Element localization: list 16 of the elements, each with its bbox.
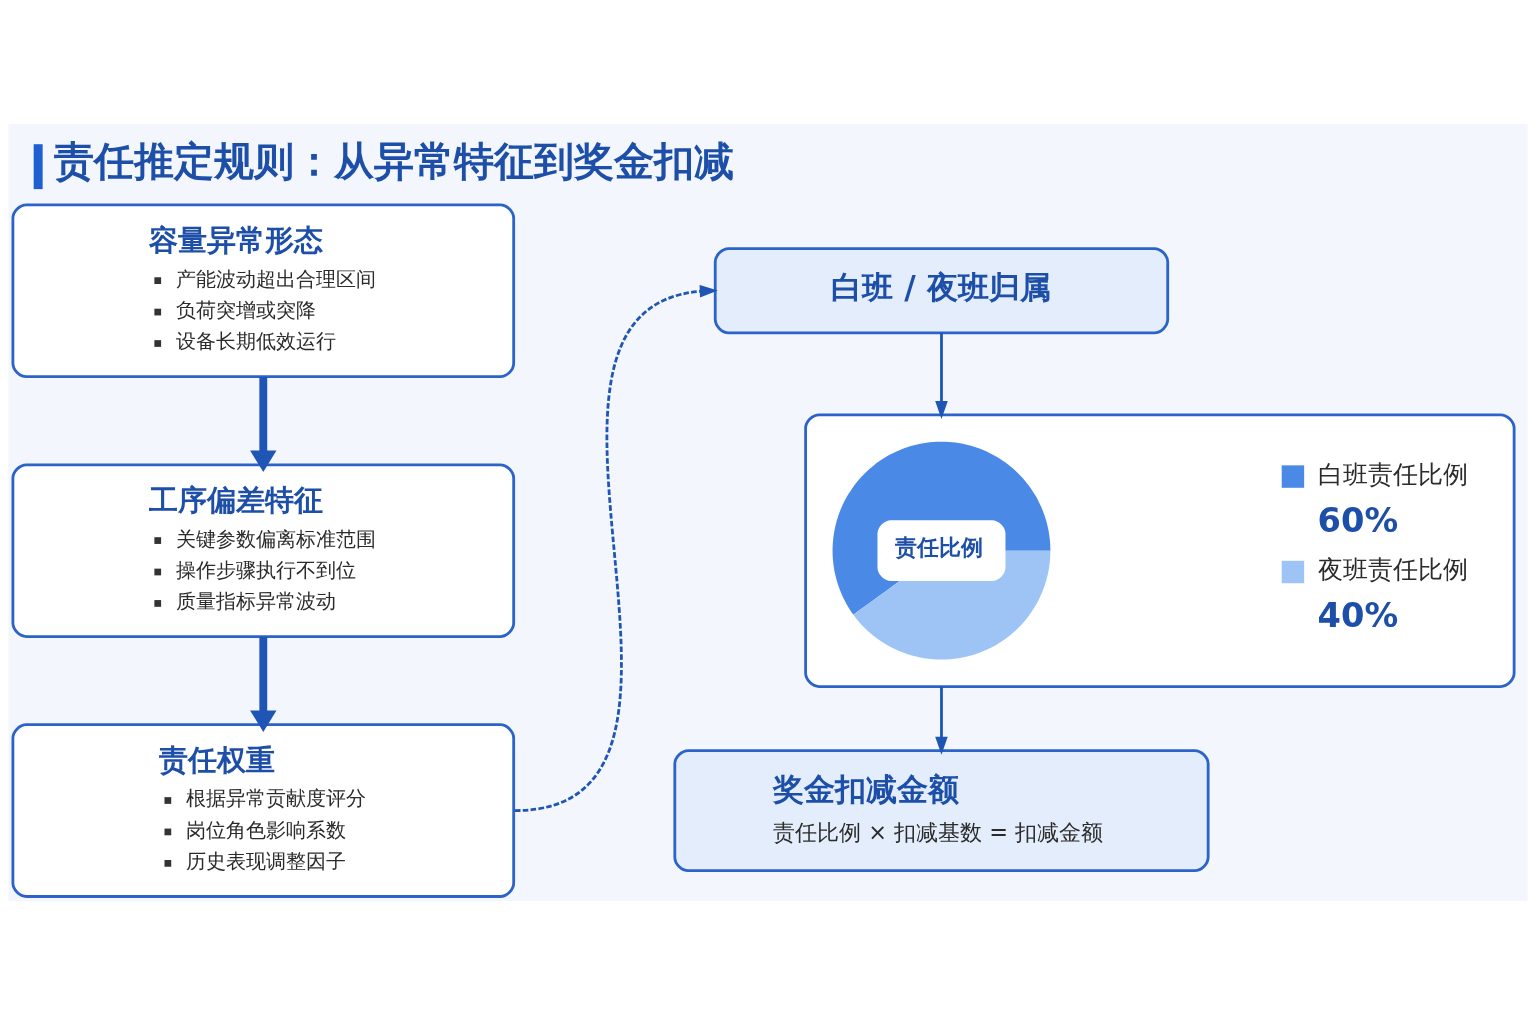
arrow [250, 376, 277, 472]
diagram-title: 责任推定规则：从异常特征到奖金扣减 [53, 136, 734, 185]
legend-label: 白班责任比例 [1317, 459, 1468, 489]
node-box: 容量异常形态 产能波动超出合理区间 负荷突增或突降 设备长期低效运行 [11, 202, 516, 378]
node-box: 奖金扣减金额 责任比例 × 扣减基数 = 扣减金额 [673, 748, 1210, 872]
label: 40% [1317, 595, 1399, 635]
arrow [514, 284, 718, 812]
arrow [935, 332, 948, 419]
legend-label: 夜班责任比例 [1317, 554, 1468, 584]
node-box: 工序偏差特征 关键参数偏离标准范围 操作步骤执行不到位 质量指标异常波动 [11, 462, 516, 638]
arrow [935, 686, 948, 755]
node-box: 白班 / 夜班归属 [713, 246, 1170, 334]
node-box: 责任权重 根据异常贡献度评分 岗位角色影响系数 历史表现调整因子 [11, 722, 516, 898]
arrow [250, 636, 277, 732]
label: 60% [1317, 500, 1399, 540]
cluster [804, 412, 1516, 688]
